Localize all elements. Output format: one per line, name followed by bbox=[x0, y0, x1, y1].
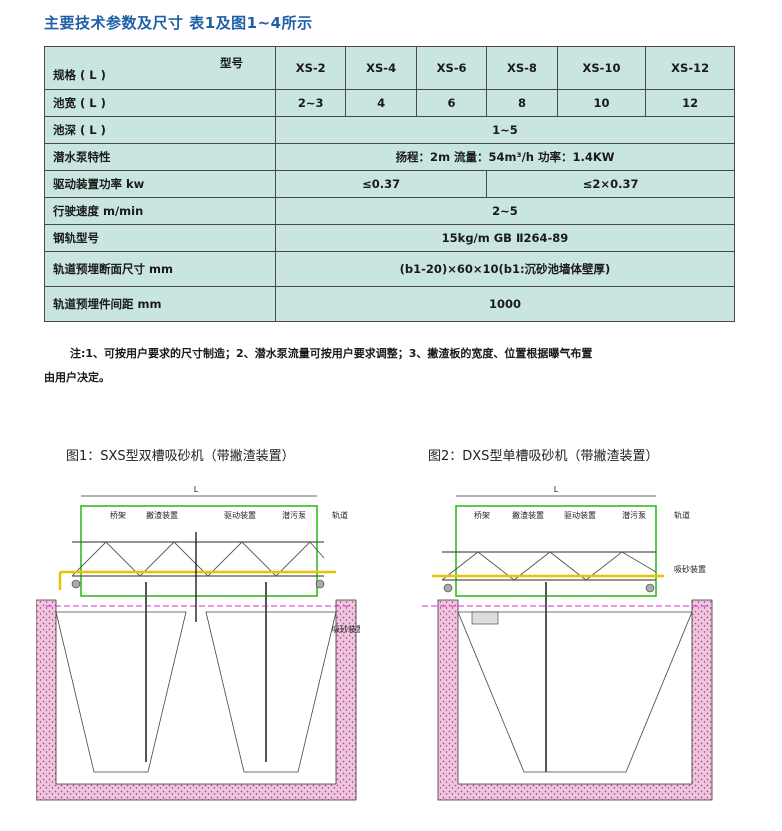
label-bridge: 桥架 bbox=[110, 510, 126, 520]
dimension-label: L bbox=[554, 485, 559, 494]
row-label: 轨道预埋断面尺寸 mm bbox=[44, 251, 276, 287]
row-label: 潜水泵特性 bbox=[44, 143, 276, 171]
corner-model-label: 型号 bbox=[220, 56, 243, 70]
label-drive: 驱动装置 bbox=[564, 510, 596, 520]
truss-web bbox=[441, 551, 657, 581]
table-cell: 2~3 bbox=[274, 89, 347, 117]
label-pump: 潜污泵 bbox=[622, 510, 646, 520]
table-cell: 扬程：2m 流量：54m³/h 功率：1.4KW bbox=[275, 143, 735, 171]
wheel bbox=[315, 579, 325, 589]
table-cell: (b1-20)×60×10(b1:沉砂池墙体壁厚) bbox=[275, 251, 735, 287]
tank-wall bbox=[437, 599, 713, 801]
label-skimmer: 撇渣装置 bbox=[146, 510, 178, 520]
table-cell: 12 bbox=[645, 89, 735, 117]
hopper-right bbox=[205, 611, 337, 773]
wheel bbox=[645, 583, 655, 593]
label-rail: 轨道 bbox=[332, 510, 348, 520]
label-suction: 吸砂装置 bbox=[332, 624, 360, 634]
table-cell: 4 bbox=[345, 89, 417, 117]
figure2-drawing: L 桥架 撇渣装置 驱动装置 潜污泵 轨道 吸砂装置 bbox=[422, 485, 713, 801]
table-row: 轨道预埋断面尺寸 mm (b1-20)×60×10(b1:沉砂池墙体壁厚) bbox=[44, 251, 735, 287]
wheel bbox=[443, 583, 453, 593]
table-cell: 1~5 bbox=[275, 116, 735, 144]
dimension-label: L bbox=[194, 485, 199, 494]
wheel bbox=[71, 579, 81, 589]
model-header: XS-6 bbox=[415, 46, 488, 90]
spec-table: 型号 规格 ( L ) XS-2 XS-4 XS-6 XS-8 XS-10 XS… bbox=[44, 46, 735, 322]
table-row: 潜水泵特性 扬程：2m 流量：54m³/h 功率：1.4KW bbox=[44, 143, 735, 171]
tank-wall bbox=[36, 599, 357, 801]
table-cell: ≤0.37 bbox=[274, 170, 488, 198]
model-header: XS-8 bbox=[486, 46, 558, 90]
model-header: XS-2 bbox=[274, 46, 347, 90]
dimension-frame bbox=[455, 505, 657, 597]
note-line-1: 注:1、可按用户要求的尺寸制造；2、潜水泵流量可按用户要求调整；3、撇渣板的宽度… bbox=[70, 347, 593, 360]
note-line-2: 由用户决定。 bbox=[44, 371, 110, 384]
table-header-row: 型号 规格 ( L ) XS-2 XS-4 XS-6 XS-8 XS-10 XS… bbox=[44, 46, 735, 90]
model-header: XS-4 bbox=[345, 46, 417, 90]
table-row: 轨道预埋件间距 mm 1000 bbox=[44, 286, 735, 322]
table-row: 钢轨型号 15kg/m GB Ⅱ264-89 bbox=[44, 224, 735, 252]
row-label: 轨道预埋件间距 mm bbox=[44, 286, 276, 322]
table-row: 驱动装置功率 kw ≤0.37 ≤2×0.37 bbox=[44, 170, 735, 198]
skimmer-box bbox=[471, 611, 499, 625]
table-row: 池深 ( L ) 1~5 bbox=[44, 116, 735, 144]
model-header: XS-12 bbox=[645, 46, 735, 90]
table-cell: 8 bbox=[486, 89, 558, 117]
figure2-caption: 图2：DXS型单槽吸砂机（带撇渣装置） bbox=[428, 449, 659, 464]
label-skimmer: 撇渣装置 bbox=[512, 510, 544, 520]
corner-spec-label: 规格 ( L ) bbox=[53, 68, 106, 82]
label-rail: 轨道 bbox=[674, 510, 690, 520]
table-cell: 10 bbox=[556, 89, 647, 117]
table-cell: 15kg/m GB Ⅱ264-89 bbox=[275, 224, 735, 252]
table-row: 行驶速度 m/min 2~5 bbox=[44, 197, 735, 225]
label-pump: 潜污泵 bbox=[282, 510, 306, 520]
hopper bbox=[457, 611, 693, 773]
dimension-frame bbox=[80, 505, 318, 597]
notes: 注:1、可按用户要求的尺寸制造；2、潜水泵流量可按用户要求调整；3、撇渣板的宽度… bbox=[44, 342, 744, 390]
label-drive: 驱动装置 bbox=[224, 510, 256, 520]
label-suction: 吸砂装置 bbox=[674, 564, 706, 574]
page-title: 主要技术参数及尺寸 表1及图1~4所示 bbox=[44, 14, 313, 32]
model-header: XS-10 bbox=[556, 46, 647, 90]
hopper-left bbox=[55, 611, 187, 773]
figure1-drawing: L 桥架 撇渣装置 驱动装置 潜污泵 轨道 吸砂装置 bbox=[36, 485, 360, 801]
row-label: 行驶速度 m/min bbox=[44, 197, 276, 225]
table-cell: 1000 bbox=[275, 286, 735, 322]
row-label: 池深 ( L ) bbox=[44, 116, 276, 144]
table-cell: 6 bbox=[415, 89, 488, 117]
table-cell: 2~5 bbox=[275, 197, 735, 225]
table-row: 池宽 ( L ) 2~3 4 6 8 10 12 bbox=[44, 89, 735, 117]
row-label: 池宽 ( L ) bbox=[44, 89, 276, 117]
row-label: 钢轨型号 bbox=[44, 224, 276, 252]
corner-cell: 型号 规格 ( L ) bbox=[44, 46, 276, 90]
figure1-caption: 图1：SXS型双槽吸砂机（带撇渣装置） bbox=[66, 449, 295, 464]
row-label: 驱动装置功率 kw bbox=[44, 170, 276, 198]
truss-web bbox=[71, 541, 325, 577]
table-cell: ≤2×0.37 bbox=[486, 170, 735, 198]
label-bridge: 桥架 bbox=[474, 510, 490, 520]
